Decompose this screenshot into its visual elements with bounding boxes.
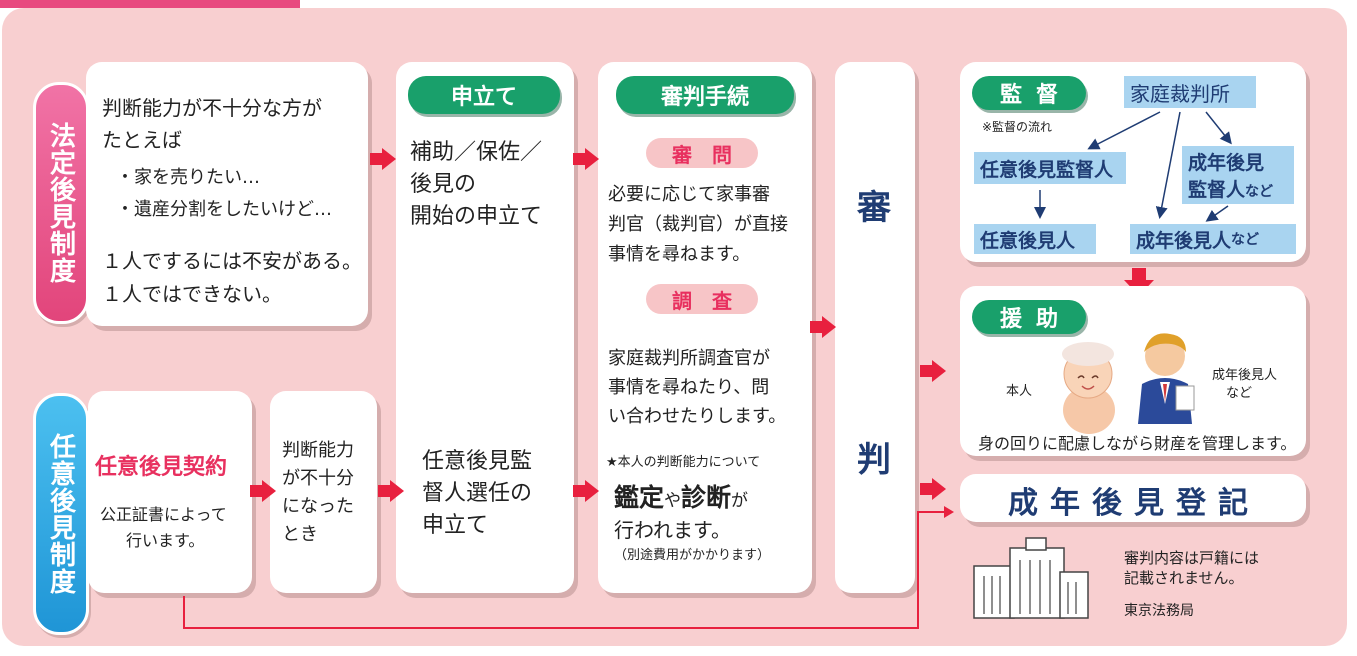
arrow-legal-to-petition (370, 148, 396, 170)
legal-case-line2: たとえば (102, 128, 182, 152)
inquiry-label: 審問 (646, 138, 758, 168)
arrow-petition-to-procedure (573, 148, 599, 170)
arrow-judgment-to-registration (920, 478, 946, 500)
arrow-contract-to-decline (250, 480, 276, 502)
elderly-person-illustration (1062, 342, 1115, 434)
assessment-main-a: 鑑定 (614, 483, 665, 512)
investigation-line1: 家庭裁判所調査官が (608, 348, 770, 369)
adult-guardian-suffix: など (1231, 232, 1260, 248)
petition-card: 申立て 補助／保佐／ 後見の 開始の申立て 任意後見監 督人選任の 申立て (396, 62, 574, 593)
assistance-guardian-line2: など (1226, 386, 1253, 401)
adult-supervisor-suffix: など (1245, 184, 1274, 200)
assistance-person-label: 本人 (1006, 384, 1033, 399)
capacity-decline-card: 判断能力 が不十分 になった とき (270, 391, 377, 593)
assessment-main-c: 診断 (681, 483, 732, 512)
petition-vol-line3: 申立て (422, 513, 489, 538)
inquiry-line1: 必要に応じて家事審 (608, 184, 770, 205)
legal-case-example1: ・家を売りたい… (116, 167, 260, 188)
legal-case-line3: １人でするには不安がある。 (102, 249, 362, 273)
arrow-decline-to-petition (378, 480, 404, 502)
investigation-line3: い合わせたりします。 (608, 406, 787, 427)
top-tab-accent (0, 0, 300, 8)
decline-line3: になった (282, 496, 354, 517)
arrow-procedure-to-judgment (810, 316, 836, 338)
assessment-main-d: が (731, 491, 749, 511)
assistance-card: 援助 本人 成年後見人 など 身の回りに配慮しながら財産を管理します。 (960, 286, 1306, 456)
registration-note-line2: 記載されません。 (1124, 569, 1244, 587)
assessment-note: ★本人の判断能力について (606, 455, 761, 470)
inquiry-line3: 事情を尋ねます。 (608, 244, 751, 265)
voluntary-contract-card: 任意後見契約 公正証書によって 行います。 (88, 391, 252, 593)
supervision-card: 監督 ※監督の流れ 家庭裁判所 任意後見監督人 成年後見 監督人など 任意後見人… (960, 62, 1306, 262)
petition-header: 申立て (408, 76, 560, 114)
adult-supervisor-line2-text: 監督人 (1188, 179, 1246, 201)
registration-card: 成年後見登記 (960, 474, 1306, 522)
assessment-line2: 行われます。 (614, 518, 731, 542)
supervision-flow-note: ※監督の流れ (982, 120, 1053, 134)
legal-case-card: 判断能力が不十分な方が たとえば ・家を売りたい… ・遺産分割をしたいけど… １… (86, 62, 368, 326)
legal-guardianship-text: 法定後見制度 (45, 122, 76, 284)
investigation-label: 調査 (646, 284, 758, 314)
investigation-line2: 事情を尋ねたり、問 (608, 377, 770, 398)
judgment-bottom-char: 判 (857, 440, 891, 480)
legal-guardianship-label: 法定後見制度 (33, 82, 89, 324)
voluntary-guardianship-label: 任意後見制度 (33, 393, 89, 635)
assistance-header: 援助 (972, 300, 1086, 334)
petition-vol-line2: 督人選任の (422, 481, 533, 506)
decline-line4: とき (282, 524, 318, 545)
procedure-header: 審判手続 (616, 76, 794, 114)
assessment-main-b: や (664, 491, 682, 511)
assistance-guardian-line1: 成年後見人 (1212, 368, 1278, 383)
decline-line2: が不十分 (282, 468, 354, 489)
petition-legal-line3: 開始の申立て (410, 204, 543, 229)
legal-case-line1: 判断能力が不十分な方が (102, 96, 322, 120)
arrow-judgment-to-assistance (920, 360, 946, 382)
registration-office: 東京法務局 (1124, 603, 1194, 619)
registration-note-line1: 審判内容は戸籍には (1124, 549, 1260, 567)
adult-supervisor-line1: 成年後見 (1188, 152, 1265, 174)
registration-title: 成年後見登記 (1008, 486, 1260, 521)
petition-legal-line1: 補助／保佐／ (410, 140, 543, 165)
assessment-main: 鑑定や診断が (614, 478, 748, 514)
judgment-top-char: 審 (857, 188, 891, 228)
procedure-card: 審判手続 審問 必要に応じて家事審 判官（裁判官）が直接 事情を尋ねます。 調査… (598, 62, 812, 593)
adult-guardian-box: 成年後見人など (1130, 224, 1296, 254)
adult-supervisor-box: 成年後見 監督人など (1182, 146, 1294, 204)
legal-affairs-bureau-building-icon (973, 537, 1089, 619)
petition-legal-line2: 後見の (410, 172, 477, 197)
voluntary-contract-desc2: 行います。 (126, 531, 205, 550)
voluntary-supervisor-box: 任意後見監督人 (974, 152, 1126, 184)
legal-case-line4: １人ではできない。 (102, 282, 282, 306)
assessment-cost-note: （別途費用がかかります） (614, 548, 771, 563)
arrow-petition-to-assessment (573, 480, 599, 502)
family-court-box: 家庭裁判所 (1124, 76, 1256, 108)
inquiry-line2: 判官（裁判官）が直接 (608, 214, 788, 235)
supervision-flow-arrows (1034, 111, 1232, 222)
assistance-caption: 身の回りに配慮しながら財産を管理します。 (978, 434, 1297, 453)
voluntary-guardianship-text: 任意後見制度 (45, 433, 76, 595)
adult-supervisor-line2: 監督人など (1188, 175, 1294, 202)
adult-guardian-text: 成年後見人 (1136, 229, 1232, 252)
voluntary-contract-title: 任意後見契約 (95, 455, 228, 480)
guardian-illustration (1138, 333, 1195, 424)
judgment-card: 審 判 (835, 62, 915, 593)
decline-line1: 判断能力 (282, 440, 354, 461)
petition-vol-line1: 任意後見監 (422, 449, 533, 474)
supervision-header: 監督 (972, 76, 1086, 110)
voluntary-contract-desc1: 公正証書によって (100, 505, 227, 524)
voluntary-guardian-box: 任意後見人 (974, 224, 1096, 254)
legal-case-example2: ・遺産分割をしたいけど… (116, 199, 332, 220)
